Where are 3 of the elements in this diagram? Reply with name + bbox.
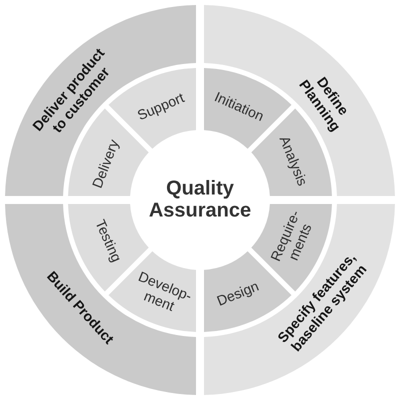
center-label: Quality Assurance (148, 178, 252, 222)
step-label: Design (214, 278, 262, 310)
step-label: Testing (91, 216, 124, 266)
